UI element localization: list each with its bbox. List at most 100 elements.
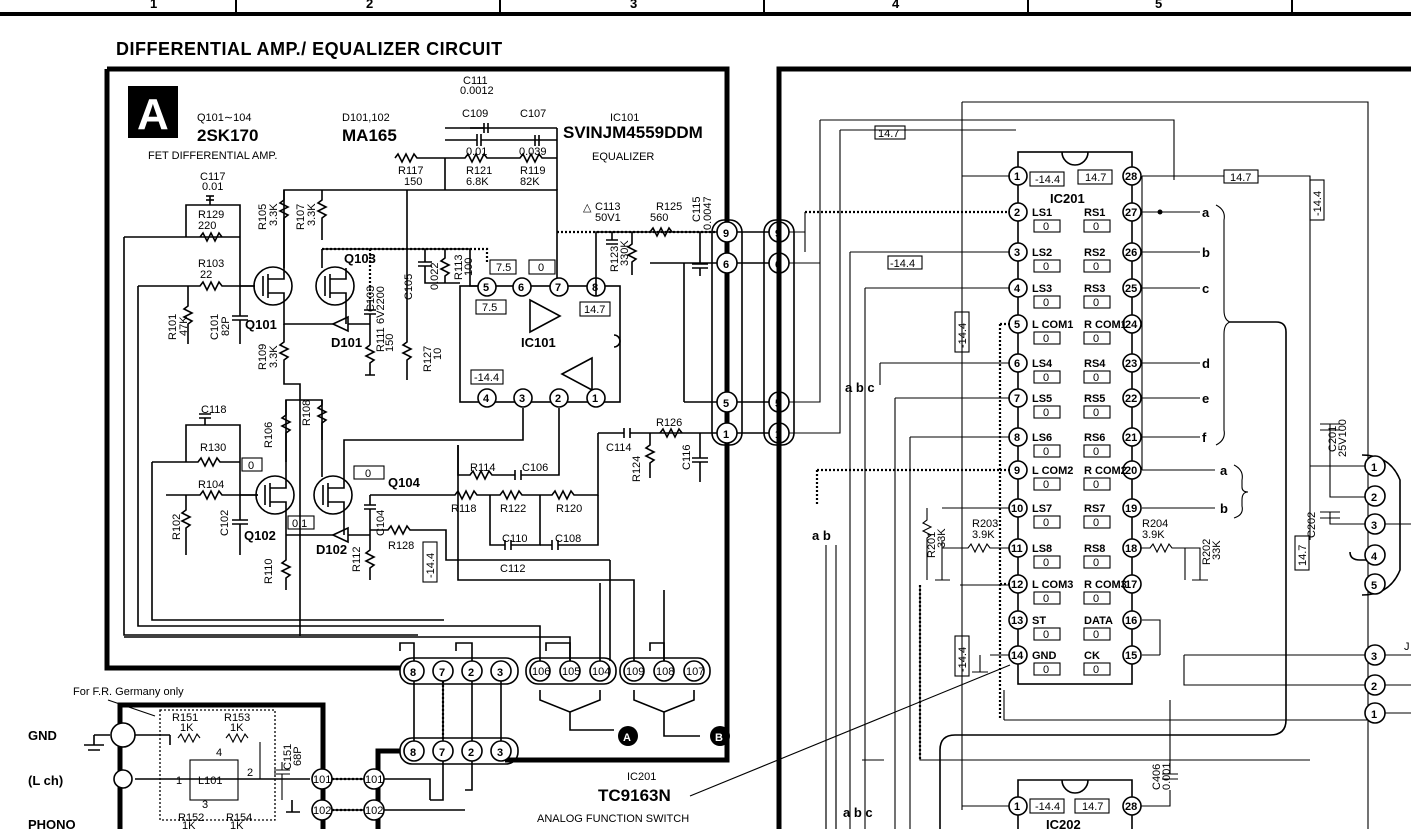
q103-label: Q103: [344, 251, 376, 266]
schematic-label: ANALOG FUNCTION SWITCH: [537, 813, 689, 825]
ic201-value-box: [1083, 370, 1111, 384]
ic201-value-box: [1033, 219, 1061, 233]
ic201-pin-num: 24: [1125, 319, 1138, 331]
schematic-label: C406: [1151, 764, 1163, 790]
ic201-pin-num: 8: [1014, 432, 1020, 444]
schematic-label: -14.4: [474, 372, 499, 384]
schematic-label: C201: [1327, 426, 1339, 452]
schematic-label: C102: [219, 510, 231, 536]
ic201-pin-label: R COM1: [1084, 319, 1127, 331]
schematic-label: △: [583, 202, 592, 214]
ic201-pin-num: 2: [1014, 207, 1020, 219]
ic201-pin-24: [1122, 314, 1142, 334]
schematic-label: R105: [257, 204, 269, 230]
schematic-label: 102: [365, 805, 383, 817]
schematic-label: a b c: [843, 805, 873, 820]
schematic-label: 3.3K: [268, 345, 280, 368]
schematic-label: 8: [592, 282, 598, 294]
schematic-label: 0.022: [429, 262, 441, 290]
ic201-pin-label: RS7: [1084, 503, 1105, 515]
schematic-label: R121: [466, 165, 492, 177]
schematic-label: 6: [518, 282, 524, 294]
ic201-value-box: [1083, 405, 1111, 419]
schematic-label: 8: [410, 667, 416, 679]
ic201-body: [1017, 151, 1133, 685]
schematic-label: R123: [609, 246, 621, 272]
ic201-caption: IC201 TC9163N ANALOG FUNCTION SWITCH: [537, 664, 1011, 825]
schematic-label: -14.4: [1035, 174, 1060, 186]
ic202-label: IC202: [1046, 817, 1081, 829]
schematic-label: -14.4: [425, 553, 437, 578]
schematic-label: 108: [656, 666, 674, 678]
ic201-value-box: [1083, 219, 1111, 233]
ic201-pin-label: LS6: [1032, 432, 1052, 444]
q101-label: Q101: [245, 317, 277, 332]
ic201-value-box: [1033, 295, 1061, 309]
q104-symbol: [313, 475, 353, 515]
ic201-value-box: [1033, 591, 1061, 605]
q103-symbol: [315, 266, 355, 306]
ic-parts: IC101: [610, 112, 639, 124]
schematic-label: 1: [723, 429, 729, 441]
connector-block-left: 9 6 5 1 9 6 5 1: [650, 219, 795, 446]
schematic-label: 3.3K: [306, 203, 318, 226]
schematic-label: e: [1202, 391, 1209, 406]
ic201-value: 0: [1043, 407, 1049, 419]
schematic-label: 6V2200: [375, 286, 387, 324]
ic201-value-box: [1083, 444, 1111, 458]
schematic-label: B: [715, 732, 723, 744]
ic101-label: IC101: [521, 335, 556, 350]
schematic-label: 0.0047: [702, 196, 714, 230]
schematic-label: R126: [656, 417, 682, 429]
ruler-col-2: 2: [366, 0, 373, 11]
ic201-value: 0: [1043, 446, 1049, 458]
ic201-value: 0: [1043, 221, 1049, 233]
schematic-label: 4: [216, 747, 222, 759]
ic201-pin-label: LS7: [1032, 503, 1052, 515]
schematic-label: 2: [1371, 492, 1377, 504]
ic201-value: 0: [1093, 517, 1099, 529]
schematic-label: R108: [301, 400, 313, 426]
schematic-label: R128: [388, 540, 414, 552]
schematic-label: R125: [656, 201, 682, 213]
schematic-label: 0: [365, 468, 371, 480]
schematic-label: 7: [555, 282, 561, 294]
ic201-pin-num: 3: [1014, 247, 1020, 259]
ic201-value-box: [1033, 555, 1061, 569]
schematic-label: 3: [1371, 651, 1377, 663]
schematic-label: 107: [686, 666, 704, 678]
schematic-label: 82K: [520, 176, 540, 188]
ic201-value: 0: [1093, 407, 1099, 419]
schematic-label: R119: [520, 165, 545, 177]
schematic-label: 10: [432, 348, 444, 360]
schematic-label: 106: [532, 666, 550, 678]
schematic-label: 28: [1125, 801, 1137, 813]
schematic-label: 0.001: [1161, 762, 1173, 790]
schematic-label: R154: [226, 812, 252, 824]
schematic-label: R201: [926, 532, 938, 558]
schematic-label: 5: [1371, 580, 1377, 592]
schematic-label: R102: [171, 514, 183, 540]
schematic-label: b: [1202, 245, 1210, 260]
ic201-pin-num: 28: [1125, 171, 1137, 183]
ic201-value: 0: [1043, 593, 1049, 605]
connector-right-2: 3 2 1 J: [1364, 641, 1411, 724]
ic201-pin-21: [1122, 427, 1142, 447]
schematic-label: R113: [453, 255, 465, 280]
schematic-label: 4: [483, 393, 490, 405]
schematic-label: 6.8K: [466, 176, 489, 188]
schematic-label: a: [1220, 463, 1228, 478]
ic201-pin-num: 23: [1125, 358, 1137, 370]
ic201-pin-num: 18: [1125, 543, 1137, 555]
schematic-label: 0: [538, 262, 544, 274]
marker-b: [710, 726, 730, 746]
schematic-label: R130: [200, 442, 226, 454]
schematic-label: R103: [198, 258, 224, 270]
ic201-pin-num: 9: [1014, 465, 1020, 477]
schematic-label: 1K: [230, 722, 244, 734]
schematic-label: C107: [520, 108, 546, 120]
ic201-value-box: [1083, 662, 1111, 676]
q101-symbol: [253, 266, 293, 306]
d-type: MA165: [342, 126, 397, 145]
